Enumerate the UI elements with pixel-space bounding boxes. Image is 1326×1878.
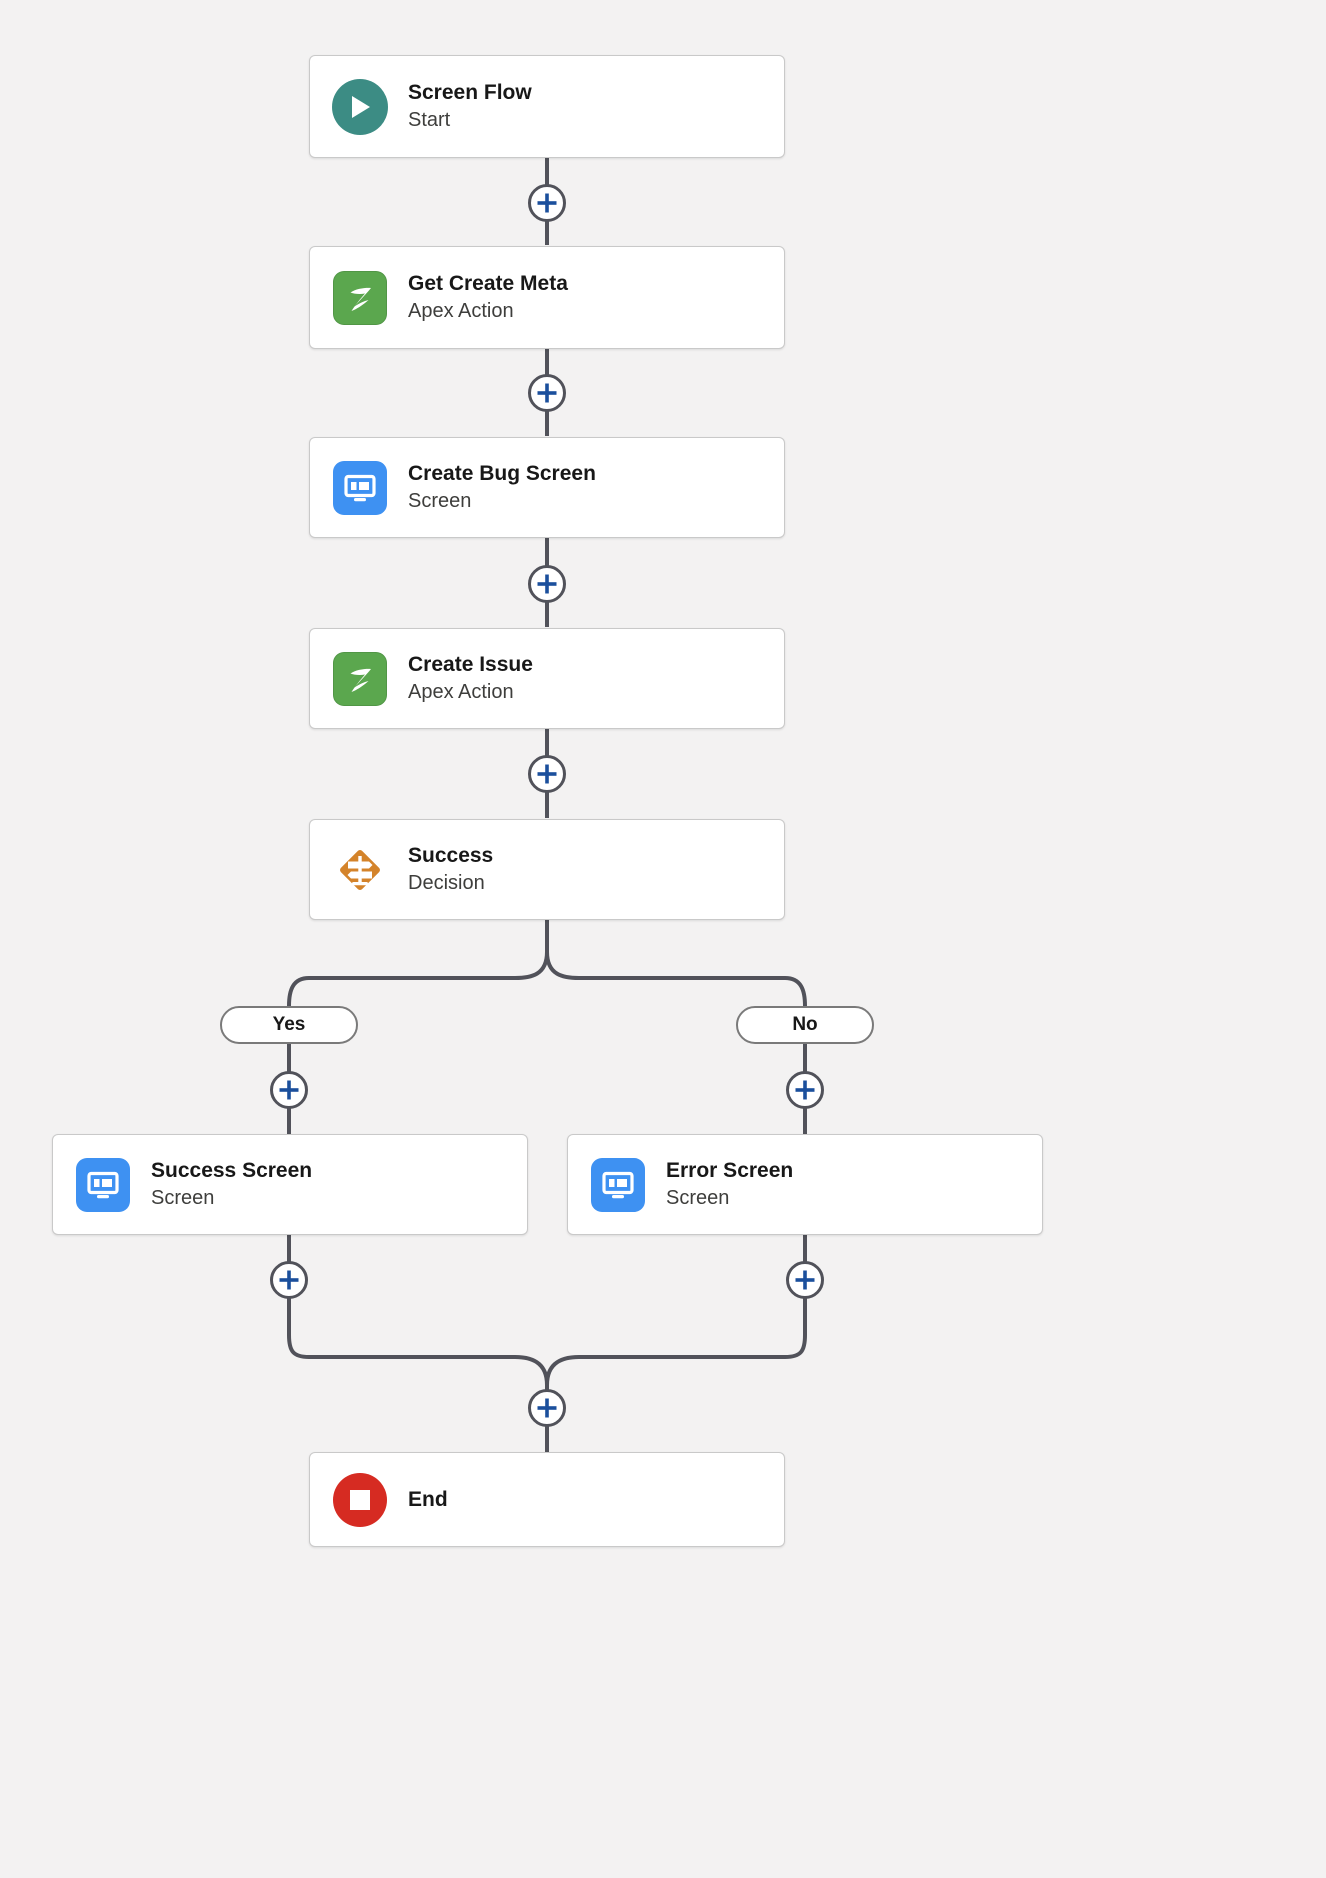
flow-node-create-bug-screen-text: Create Bug Screen Screen [408, 460, 596, 514]
flow-node-end[interactable]: End [309, 1452, 785, 1547]
flow-node-create-issue-text: Create Issue Apex Action [408, 651, 533, 705]
flow-node-create-bug-screen-subtitle: Screen [408, 489, 472, 512]
flow-node-start-subtitle: Start [408, 108, 451, 131]
stop-icon [332, 1472, 388, 1528]
flow-node-success-screen-text: Success Screen Screen [151, 1157, 312, 1211]
flow-node-success-decision-title: Success [408, 844, 494, 868]
flow-node-start-title: Screen Flow [408, 81, 532, 105]
flow-node-get-create-meta-subtitle: Apex Action [408, 299, 514, 322]
flow-node-create-issue-title: Create Issue [408, 653, 533, 677]
flow-node-success-decision-text: Success Decision [408, 842, 493, 896]
apex-icon [332, 651, 388, 707]
add-element-button-after-create-bug-screen[interactable] [528, 565, 566, 603]
add-element-button-before-end[interactable] [528, 1389, 566, 1427]
decision-icon [332, 842, 388, 898]
add-element-button-on-yes-branch[interactable] [270, 1071, 308, 1109]
screen-icon [332, 460, 388, 516]
play-icon [332, 78, 388, 135]
flow-node-get-create-meta[interactable]: Get Create Meta Apex Action [309, 246, 785, 349]
flow-node-error-screen-title: Error Screen [666, 1159, 794, 1183]
flow-node-error-screen[interactable]: Error Screen Screen [567, 1134, 1043, 1235]
add-element-button-on-no-branch[interactable] [786, 1071, 824, 1109]
flow-node-error-screen-subtitle: Screen [666, 1186, 730, 1209]
flow-node-end-title: End [408, 1487, 448, 1511]
flow-node-create-bug-screen[interactable]: Create Bug Screen Screen [309, 437, 785, 538]
branch-label-yes-text: Yes [272, 1014, 306, 1035]
screen-icon [590, 1157, 646, 1213]
screen-icon [75, 1157, 131, 1213]
flow-node-success-decision[interactable]: Success Decision [309, 819, 785, 920]
flow-node-error-screen-text: Error Screen Screen [666, 1157, 793, 1211]
flow-node-get-create-meta-text: Get Create Meta Apex Action [408, 270, 568, 324]
flow-node-create-issue[interactable]: Create Issue Apex Action [309, 628, 785, 729]
add-element-button-after-error-screen[interactable] [786, 1261, 824, 1299]
flow-node-start[interactable]: Screen Flow Start [309, 55, 785, 158]
flow-node-success-screen-subtitle: Screen [151, 1186, 215, 1209]
add-element-button-after-create-issue[interactable] [528, 755, 566, 793]
add-element-button-after-success-screen[interactable] [270, 1261, 308, 1299]
flow-node-success-screen[interactable]: Success Screen Screen [52, 1134, 528, 1235]
flow-node-success-decision-subtitle: Decision [408, 871, 485, 894]
apex-icon [332, 270, 388, 326]
add-element-button-after-get-create-meta[interactable] [528, 374, 566, 412]
flow-node-start-text: Screen Flow Start [408, 79, 532, 133]
flow-node-end-text: End [408, 1488, 448, 1511]
flow-node-success-screen-title: Success Screen [151, 1159, 313, 1183]
add-element-button-after-start[interactable] [528, 184, 566, 222]
branch-label-no-text: No [792, 1014, 818, 1035]
flow-node-get-create-meta-title: Get Create Meta [408, 272, 568, 296]
flow-node-create-issue-subtitle: Apex Action [408, 680, 514, 703]
branch-label-yes[interactable]: Yes [220, 1006, 358, 1044]
flow-node-create-bug-screen-title: Create Bug Screen [408, 462, 596, 486]
branch-label-no[interactable]: No [736, 1006, 874, 1044]
